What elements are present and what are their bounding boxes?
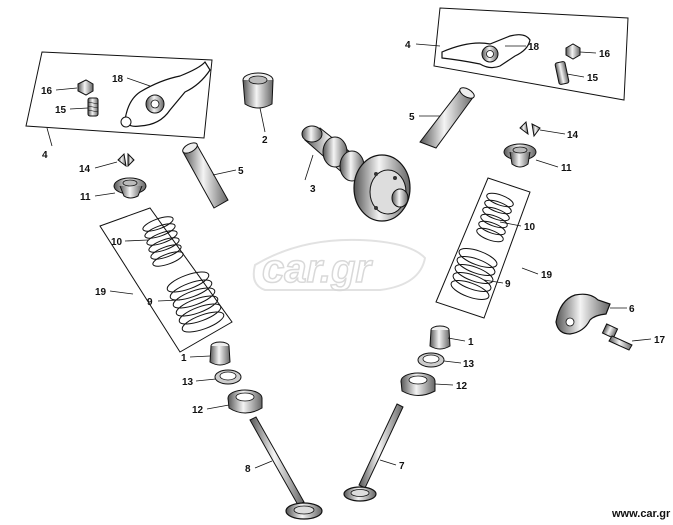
- outer-spring-left: [166, 271, 225, 333]
- washer-left: [214, 369, 242, 385]
- watermark-text: car.gr: [262, 247, 373, 291]
- valve-cotters-left: [117, 152, 135, 168]
- callout-18-right: 18: [528, 42, 540, 53]
- callout-15-right: 15: [587, 73, 599, 84]
- callout-19-right: 19: [541, 270, 553, 281]
- spring-group-right: [435, 177, 531, 319]
- rocker-arm-right: [441, 34, 531, 69]
- valve-seal-left: [209, 341, 231, 366]
- callout-14-left: 14: [79, 164, 91, 175]
- valve-seal-right: [429, 325, 451, 350]
- callout-18-left: 18: [112, 74, 124, 85]
- outer-spring-right: [450, 248, 498, 300]
- callout-4-right: 4: [405, 40, 411, 51]
- camshaft: [301, 125, 411, 222]
- callout-1-left: 1: [181, 353, 187, 364]
- callout-16-right: 16: [599, 49, 611, 60]
- callout-13-left: 13: [182, 377, 194, 388]
- inner-spring-left: [142, 216, 184, 267]
- callout-9-right: 9: [505, 279, 511, 290]
- callout-15-left: 15: [55, 105, 67, 116]
- callout-12-right: 12: [456, 381, 468, 392]
- callout-4-left: 4: [42, 150, 48, 161]
- callout-6: 6: [629, 304, 635, 315]
- leader-lines: [46, 43, 652, 469]
- valve-cotters-right: [519, 120, 541, 138]
- valve-left: [249, 416, 323, 520]
- left-rocker-assembly: [25, 51, 213, 139]
- callout-17: 17: [654, 335, 666, 346]
- callout-numbers: 4 18 16 15 2 3 5 14 11 10 19 9 1 13 12 8…: [41, 40, 666, 475]
- right-rocker-assembly: [433, 7, 629, 101]
- callout-8: 8: [245, 464, 251, 475]
- callout-5-left: 5: [238, 166, 244, 177]
- watermark-corner: www.car.gr: [611, 508, 671, 520]
- spring-seat-left: [227, 389, 263, 414]
- callout-2: 2: [262, 135, 268, 146]
- callout-16-left: 16: [41, 86, 53, 97]
- rocker-shaft-left: [182, 142, 229, 209]
- callout-10-right: 10: [524, 222, 536, 233]
- valve-right: [343, 403, 404, 502]
- rocker-shaft-right: [419, 87, 475, 149]
- callout-5-right: 5: [409, 112, 415, 123]
- spring-group-left: [99, 207, 233, 353]
- callout-9-left: 9: [147, 297, 153, 308]
- callout-7: 7: [399, 461, 405, 472]
- callout-12-left: 12: [192, 405, 204, 416]
- washer-right: [417, 352, 445, 368]
- callout-11-left: 11: [80, 192, 91, 203]
- inner-spring-right: [476, 192, 514, 243]
- spring-seat-right: [400, 372, 436, 396]
- callout-3: 3: [310, 184, 316, 195]
- decompression-lever: [555, 293, 611, 335]
- callout-1-right: 1: [468, 337, 474, 348]
- tappet-cup: [242, 72, 274, 109]
- rocker-arm-left: [120, 60, 211, 128]
- bolt: [601, 323, 633, 351]
- callout-13-right: 13: [463, 359, 475, 370]
- callout-14-right: 14: [567, 130, 579, 141]
- callout-19-left: 19: [95, 287, 107, 298]
- callout-10-left: 10: [111, 237, 123, 248]
- watermark-logo: car.gr: [252, 238, 427, 292]
- spring-retainer-left: [113, 177, 147, 199]
- callout-11-right: 11: [561, 163, 572, 174]
- spring-retainer-right: [503, 143, 537, 168]
